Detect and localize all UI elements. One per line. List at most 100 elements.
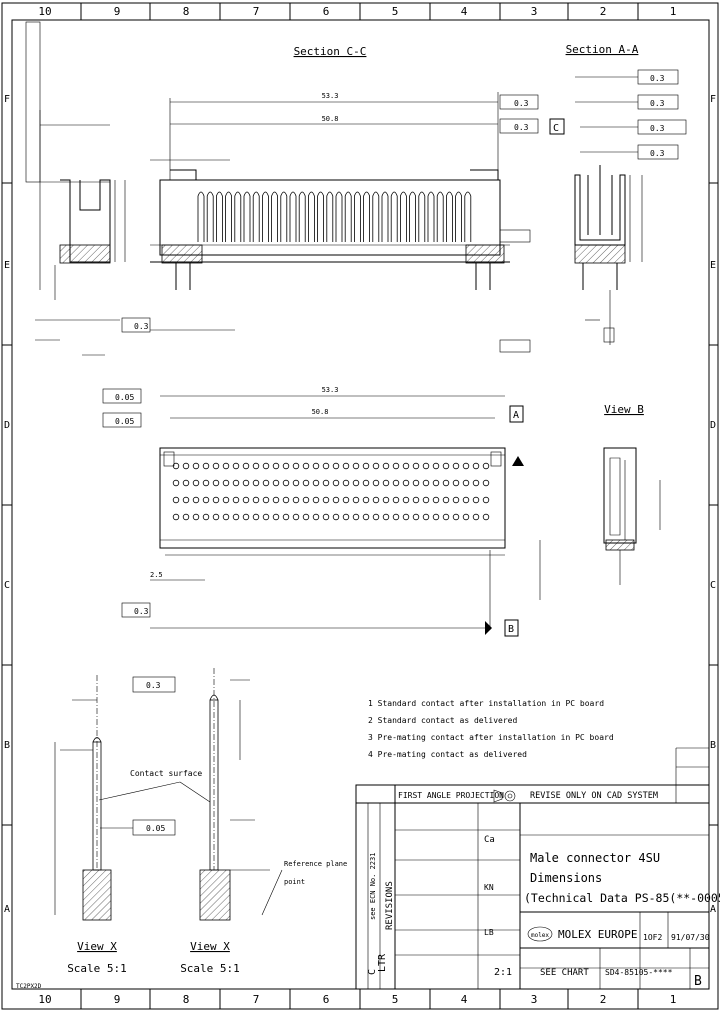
pin-hole <box>322 496 330 504</box>
pin-hole <box>432 462 440 470</box>
pin-hole <box>362 513 370 521</box>
pin-hole <box>212 513 220 521</box>
pin-hole <box>312 479 320 487</box>
col-label: 6 <box>323 5 330 18</box>
pin-hole <box>302 479 310 487</box>
col-label: 10 <box>38 993 51 1006</box>
pin-hole <box>202 462 210 470</box>
section-contact <box>455 191 462 242</box>
sheet-number: 1OF2 <box>643 933 662 942</box>
pin-hole <box>372 496 380 504</box>
tol-label: 0.05 <box>146 824 165 833</box>
projection-symbol <box>493 789 516 803</box>
row-label: E <box>710 260 716 271</box>
pin-hole <box>462 479 470 487</box>
pin-hole <box>482 513 490 521</box>
pin-hole <box>472 462 480 470</box>
pin-hole <box>272 479 280 487</box>
row-ticks <box>2 182 718 826</box>
pin-hole <box>262 513 270 521</box>
section-left-detail <box>39 110 126 300</box>
row-label: F <box>4 94 10 105</box>
col-label: 7 <box>253 993 260 1006</box>
pin-hole <box>422 496 430 504</box>
col-label: 5 <box>392 993 399 1006</box>
pin-hole <box>472 496 480 504</box>
row-label: B <box>4 740 10 751</box>
col-label: 4 <box>461 993 468 1006</box>
pin-hole <box>452 513 460 521</box>
pin-hole <box>342 479 350 487</box>
pin-hole <box>382 496 390 504</box>
section-contact <box>409 191 416 242</box>
pin-hole <box>402 513 410 521</box>
pin-hole <box>462 496 470 504</box>
note-item: 2 Standard contact as delivered <box>368 716 517 725</box>
pin-hole <box>182 496 190 504</box>
col-label: 8 <box>183 993 190 1006</box>
pin-hole <box>242 496 250 504</box>
pin-hole <box>182 479 190 487</box>
pin-hole <box>292 496 300 504</box>
col-label: 5 <box>392 5 399 18</box>
contact-surface-label: Contact surface <box>130 769 202 778</box>
pin-hole <box>202 513 210 521</box>
view-x2-drawing <box>199 668 270 921</box>
col-label: 8 <box>183 5 190 18</box>
dim-label: 2.5 <box>150 571 163 579</box>
pin-hole <box>412 513 420 521</box>
tol-label: 0.3 <box>650 124 665 133</box>
note-item: 3 Pre-mating contact after installation … <box>368 733 614 742</box>
pin-hole <box>292 462 300 470</box>
svg-text:molex: molex <box>531 932 549 939</box>
row-label: B <box>710 740 716 751</box>
section-contact <box>400 191 407 242</box>
dim-label: 53.3 <box>322 386 339 394</box>
pin-hole <box>212 462 220 470</box>
col-label: 1 <box>670 993 677 1006</box>
pin-hole <box>452 496 460 504</box>
section-contact <box>436 191 444 242</box>
pin-hole <box>392 496 400 504</box>
pin-hole <box>242 513 250 521</box>
row-label: A <box>4 904 10 915</box>
section-contact <box>354 191 361 242</box>
dim-label: 53.3 <box>322 92 339 100</box>
section-contact <box>271 191 278 242</box>
tol-label: 0.05 <box>115 393 134 402</box>
see-chart-label: SEE CHART <box>540 968 589 978</box>
rev-letter: B <box>694 974 702 989</box>
section-contact <box>252 191 260 242</box>
pin-hole <box>222 479 230 487</box>
section-contact <box>234 191 242 242</box>
pin-hole <box>432 479 440 487</box>
pin-hole <box>402 462 410 470</box>
notes-block: 1 Standard contact after installation in… <box>368 699 614 759</box>
ltr-label: LTR <box>377 953 388 972</box>
pin-hole <box>432 496 440 504</box>
pin-hole <box>272 513 280 521</box>
section-contact <box>464 191 472 242</box>
pin-hole <box>372 513 380 521</box>
section-contact <box>262 191 269 242</box>
pin-hole <box>462 513 470 521</box>
row-label: C <box>4 580 10 591</box>
datum-a: A <box>513 410 519 421</box>
column-ticks <box>80 3 639 1009</box>
pin-hole <box>332 462 340 470</box>
view-x2-title: View X <box>190 940 230 953</box>
note-item: 4 Pre-mating contact as delivered <box>368 750 527 759</box>
pin-hole <box>452 479 460 487</box>
pin-hole <box>452 462 460 470</box>
pin-hole <box>362 462 370 470</box>
reference-plane-label: Reference plane <box>284 860 347 868</box>
pin-hole <box>372 462 380 470</box>
top-view: 0.05 0.05 53.3 50.8 A 2.5 0.3 B <box>102 386 541 637</box>
section-aa-drawing: 0.3 0.3 0.3 0.3 C <box>549 69 687 345</box>
row-label: E <box>4 260 10 271</box>
view-x1-drawing: 0.3 0.05 <box>54 675 176 921</box>
pin-hole <box>382 479 390 487</box>
tol-label: 0.05 <box>115 417 134 426</box>
pin-hole <box>182 513 190 521</box>
pin-hole <box>302 462 310 470</box>
